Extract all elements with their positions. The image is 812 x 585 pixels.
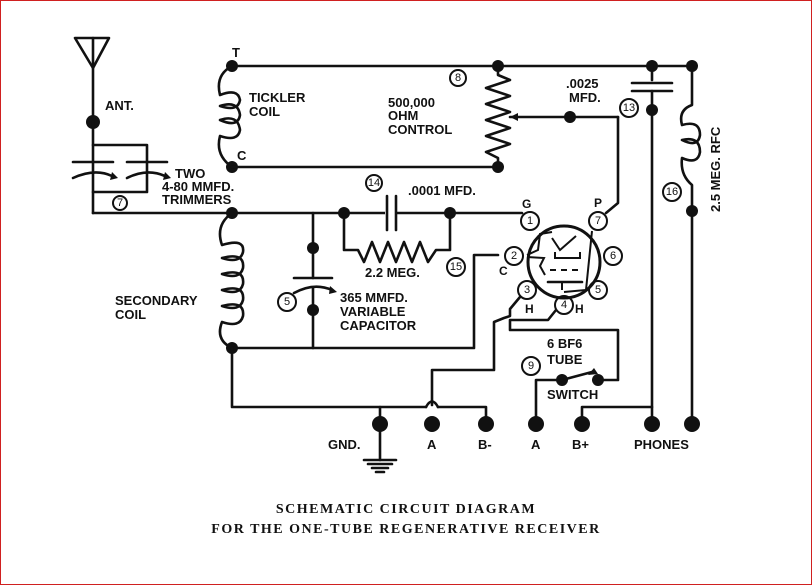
part-number-14-text: 14 [368, 177, 380, 189]
rfc-label: 2.5 MEG. RFC [708, 126, 723, 212]
variable-capacitor [292, 211, 337, 350]
antenna-label: ANT. [105, 98, 134, 113]
tube-label-1: 6 BF6 [547, 336, 582, 351]
heater-wire-switch [508, 308, 620, 382]
tube-pin-2: 2 [511, 250, 517, 262]
ground-bus [230, 346, 488, 424]
secondary-label-2: COIL [115, 307, 146, 322]
terminal-label-b-plus: B+ [572, 437, 589, 452]
switch-a-wire [534, 378, 564, 424]
terminals [372, 416, 700, 432]
tickler-label-2: COIL [249, 104, 280, 119]
tube-pin-7: 7 [595, 215, 601, 227]
control-label-2: OHM [388, 108, 418, 123]
part-number-16-text: 16 [666, 186, 678, 198]
terminal-b-minus[interactable] [478, 416, 494, 432]
terminal-a1[interactable] [424, 416, 440, 432]
part-number-15 [446, 257, 466, 277]
switch-contact-2 [592, 374, 604, 386]
resistor-label: 2.2 MEG. [365, 265, 420, 280]
ground-icon [362, 458, 398, 474]
tube-pin-5: 5 [595, 284, 601, 296]
trimmer-capacitors [71, 120, 171, 215]
plate-wire [604, 115, 620, 215]
terminal-gnd[interactable] [372, 416, 388, 432]
part-number-8 [449, 69, 467, 87]
b-plus-wire [580, 405, 654, 424]
tube-pin-4: 4 [561, 299, 567, 311]
terminal-label-a2: A [531, 437, 541, 452]
tickler-t-label: T [232, 45, 240, 60]
varcap-label-2: VARIABLE [340, 304, 406, 319]
terminal-label-b-minus: B- [478, 437, 492, 452]
pin-c-label: C [499, 264, 508, 278]
terminal-a2[interactable] [528, 416, 544, 432]
control-resistor [484, 64, 512, 169]
part-number-13-text: 13 [623, 102, 635, 114]
part-number-9-text: 9 [528, 360, 534, 372]
part-number-7-text: 7 [117, 197, 123, 209]
part-number-5-text: 5 [284, 296, 290, 308]
part-number-13 [619, 98, 639, 118]
cap-0025-label-2: MFD. [569, 90, 601, 105]
trimmers-label-1: TWO [175, 166, 205, 181]
cap-0025-label-1: .0025 [566, 76, 599, 91]
tickler-c-label: C [237, 148, 247, 163]
terminal-label-a1: A [427, 437, 437, 452]
switch-label: SWITCH [547, 387, 598, 402]
cathode-return-wire [230, 253, 500, 350]
heater-wire-a [430, 295, 522, 407]
trimmers-label-3: TRIMMERS [162, 192, 232, 207]
secondary-coil [218, 211, 245, 350]
terminal-b-plus[interactable] [574, 416, 590, 432]
tube-pin-1: 1 [527, 215, 533, 227]
tickler-label-1: TICKLER [249, 90, 306, 105]
grid-leak-resistor [342, 211, 452, 264]
caption-line-2: FOR THE ONE-TUBE REGENERATIVE RECEIVER [211, 522, 600, 537]
part-number-7 [112, 195, 128, 211]
varcap-label-3: CAPACITOR [340, 318, 417, 333]
control-label-1: 500,000 [388, 95, 435, 110]
tube-pins: 1 2 3 4 5 6 7 [504, 211, 623, 315]
secondary-label-1: SECONDARY [115, 293, 198, 308]
terminal-label-phones: PHONES [634, 437, 689, 452]
part-number-5 [277, 292, 297, 312]
trimmers-label-2: 4-80 MMFD. [162, 179, 234, 194]
pin-h4-label: H [575, 302, 584, 316]
cap-0001-label: .0001 MFD. [408, 183, 476, 198]
terminal-phones-1[interactable] [644, 416, 660, 432]
varcap-label-1: 365 MMFD. [340, 290, 408, 305]
pin-h3-label: H [525, 302, 534, 316]
part-number-16 [662, 182, 682, 202]
caption-line-1: SCHEMATIC CIRCUIT DIAGRAM [276, 502, 536, 517]
tube-6bf6 [526, 224, 602, 300]
part-number-9 [521, 356, 541, 376]
part-number-15-text: 15 [450, 261, 462, 273]
part-number-8-text: 8 [455, 72, 461, 84]
grid-capacitor [385, 194, 398, 232]
tube-label-2: TUBE [547, 352, 583, 367]
tube-pin-3: 3 [524, 284, 530, 296]
terminal-phones-2[interactable] [684, 416, 700, 432]
control-label-3: CONTROL [388, 122, 452, 137]
antenna-icon [73, 36, 111, 124]
part-number-14 [365, 174, 383, 192]
rf-choke [679, 64, 702, 424]
terminal-label-gnd: GND. [328, 437, 361, 452]
switch-lever[interactable] [560, 370, 594, 382]
tube-pin-6: 6 [610, 250, 616, 262]
pin-p-label: P [594, 196, 602, 210]
pin-g-label: G [522, 197, 531, 211]
